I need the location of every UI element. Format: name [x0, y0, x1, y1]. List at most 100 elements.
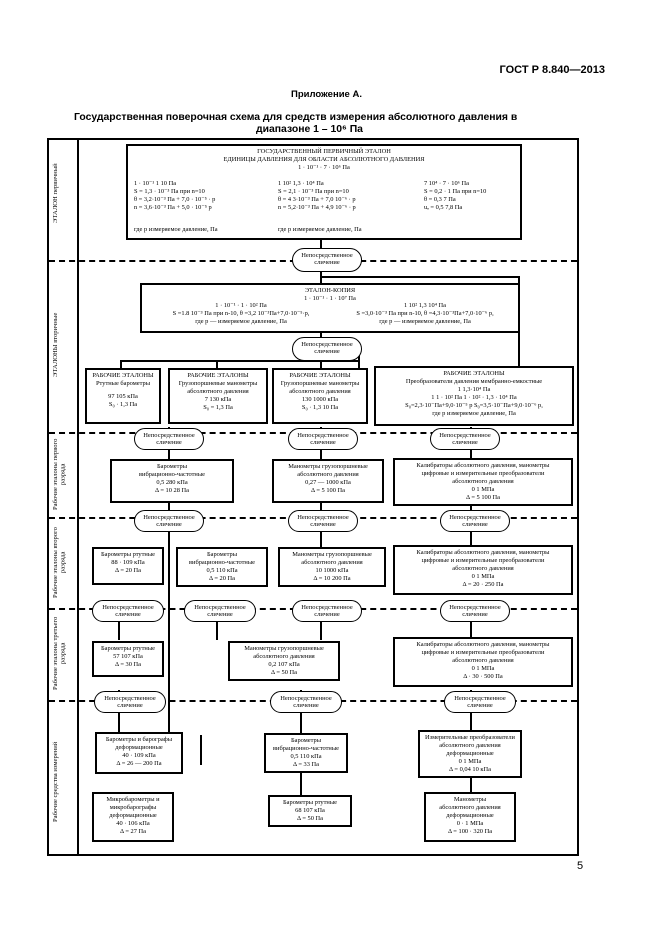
- rank2-line: цифровые и измерительные преобразователи: [421, 557, 545, 564]
- rank2-line: Барометры: [206, 551, 237, 558]
- instr-line: 40 · 106 кПа: [116, 820, 150, 827]
- copy-standard-box: ЭТАЛОН-КОПИЯ 1 · 10⁻¹ · 1 · 10⁷ Па 1 · 1…: [140, 283, 520, 333]
- instr-line: 0 1 МПа: [458, 758, 482, 765]
- instr-line: 68 107 кПа: [295, 807, 325, 814]
- ws-title: РАБОЧИЕ ЭТАЛОНЫ: [289, 372, 351, 379]
- comparison-pill: Непосредственное сличение: [134, 510, 204, 532]
- rank3-line: Манометры грузопоршневые: [244, 645, 324, 652]
- diagram-title-line1: Государственная поверочная схема для сре…: [74, 112, 518, 123]
- rank3-box: Манометры грузопоршневые абсолютного дав…: [228, 641, 340, 681]
- rank2-line: Барометры ртутные: [101, 551, 155, 558]
- instr-line: Δ = 26 — 200 Па: [116, 760, 162, 767]
- ws-sub: Преобразователи давления мембранно-емкос…: [405, 378, 543, 385]
- copy-right-line: где p — измеряемое давление, Па: [379, 318, 471, 325]
- comparison-pill: Непосредственное сличение: [288, 510, 358, 532]
- primary-standard-box: ГОСУДАРСТВЕННЫЙ ПЕРВИЧНЫЙ ЭТАЛОН ЕДИНИЦЫ…: [126, 144, 522, 240]
- rank1-line: Манометры грузопоршневые: [288, 463, 368, 470]
- primary-title: ГОСУДАРСТВЕННЫЙ ПЕРВИЧНЫЙ ЭТАЛОН: [257, 148, 391, 155]
- ws-sub: Ртутные барометры: [96, 380, 150, 387]
- appendix-label: Приложение А.: [291, 89, 362, 100]
- ws-line: S₀ · 1,3 Па: [108, 401, 138, 408]
- rank3-line: Δ = 50 Па: [271, 669, 297, 676]
- primary-col1-line: S = 1,3 · 10⁻³ Па при n=10: [134, 188, 205, 195]
- ws-title: РАБОЧИЕ ЭТАЛОНЫ: [443, 370, 505, 377]
- primary-col2-line: 1 10² 1,3 · 10⁴ Па: [278, 180, 324, 187]
- working-standard-box: РАБОЧИЕ ЭТАЛОНЫ Ртутные барометры 97 105…: [85, 368, 161, 424]
- copy-range: 1 · 10⁻¹ · 1 · 10⁷ Па: [304, 295, 356, 302]
- rank2-line: Δ = 20 Па: [115, 567, 141, 574]
- rank3-box: Калибраторы абсолютного давления, маноме…: [393, 637, 573, 687]
- comparison-pill: Непосредственное сличение: [94, 691, 166, 713]
- page-number: 5: [577, 860, 584, 872]
- primary-col1-line: n = 3,6·10⁻³ Па + 5,0 · 10⁻⁵ p: [134, 204, 212, 211]
- rank2-line: 10 1000 кПа: [315, 567, 349, 574]
- working-standard-box: РАБОЧИЕ ЭТАЛОНЫ Грузопоршневые манометры…: [168, 368, 268, 424]
- rank2-line: вибрационно-частотные: [189, 559, 255, 566]
- rank2-line: абсолютного давления: [301, 559, 363, 566]
- rank1-line: цифровые и измерительные преобразователи: [421, 470, 545, 477]
- rank3-line: цифровые и измерительные преобразователи: [421, 649, 545, 656]
- side-label-primary: ЭТАЛОН первичный: [52, 163, 59, 223]
- rank3-line: абсолютного давления: [253, 653, 315, 660]
- rank2-line: Калибраторы абсолютного давления, маноме…: [416, 549, 550, 556]
- side-column-divider: [77, 138, 79, 856]
- rank1-line: Калибраторы абсолютного давления, маноме…: [416, 462, 550, 469]
- working-standard-box: РАБОЧИЕ ЭТАЛОНЫ Грузопоршневые манометры…: [272, 368, 368, 424]
- instr-line: Δ = 100 · 320 Па: [447, 828, 493, 835]
- comparison-pill: Непосредственное сличение: [440, 600, 510, 622]
- diagram-title-line2: диапазоне 1 – 10⁶ Па: [256, 124, 363, 135]
- instrument-box: Измерительные преобразователи абсолютног…: [418, 730, 522, 778]
- comparison-pill: Непосредственное сличение: [444, 691, 516, 713]
- instr-line: Δ = 27 Па: [120, 828, 146, 835]
- primary-note: где p измеряемое давление, Па: [278, 226, 362, 233]
- comparison-pill: Непосредственное сличение: [92, 600, 164, 622]
- ws-title: РАБОЧИЕ ЭТАЛОНЫ: [92, 372, 154, 379]
- instrument-box: Барометры вибрационно-частотные 0,5 110 …: [264, 733, 348, 773]
- rank2-line: 0 1 МПа: [471, 573, 495, 580]
- rank3-line: 57 107 кПа: [113, 653, 143, 660]
- rank3-line: Δ = 30 Па: [115, 661, 141, 668]
- document-code: ГОСТ Р 8.840—2013: [499, 64, 605, 76]
- rank3-line: Барометры ртутные: [101, 645, 155, 652]
- rank2-box: Манометры грузопоршневые абсолютного дав…: [278, 547, 386, 587]
- comparison-pill: Непосредственное сличение: [292, 600, 362, 622]
- instr-line: деформационные: [446, 812, 494, 819]
- ws-line: 1 1,3·10⁴ Па: [457, 386, 491, 393]
- instr-line: 0 · 1 МПа: [456, 820, 484, 827]
- rank3-line: 0 1 МПа: [471, 665, 495, 672]
- instr-line: вибрационно-частотные: [273, 745, 339, 752]
- comparison-pill: Непосредственное сличение: [288, 428, 358, 450]
- ws-line: S₀=2,3·10⁻Па+9,0·10⁻⁵ p S₀=3,5·10⁻Па+9,0…: [405, 402, 543, 409]
- rank1-line: 0,5 280 кПа: [156, 479, 188, 486]
- comparison-pill: Непосредственное сличение: [184, 600, 256, 622]
- ws-title: РАБОЧИЕ ЭТАЛОНЫ: [187, 372, 249, 379]
- primary-subtitle: ЕДИНИЦЫ ДАВЛЕНИЯ ДЛЯ ОБЛАСТИ АБСОЛЮТНОГО…: [223, 156, 425, 163]
- copy-left-line: S =1.8 10⁻³ Па при n-10, θ =3,2 10⁻³Па+7…: [172, 310, 310, 317]
- rank1-line: Δ = 10 28 Па: [155, 487, 189, 494]
- ws-sub: Грузопоршневые манометры абсолютного дав…: [178, 380, 258, 395]
- rank2-line: Δ = 20 Па: [209, 575, 235, 582]
- primary-col3-line: θ = 0,3 7 Па: [424, 196, 456, 203]
- rank1-line: Барометры: [156, 463, 187, 470]
- primary-col1-line: 1 · 10⁻¹ 1 10 Па: [134, 180, 177, 187]
- rank3-line: Калибраторы абсолютного давления, маноме…: [416, 641, 550, 648]
- copy-left-line: 1 · 10⁻¹ · 1 · 10² Па: [215, 302, 267, 309]
- side-label-instruments: Рабочие средства измерений: [52, 741, 59, 823]
- ws-line: 7 130 кПа: [204, 396, 232, 403]
- instr-line: Δ = 0,04 10 кПа: [449, 766, 491, 773]
- primary-col2-line: n = 5,2·10⁻³ Па + 4,9 10⁻⁶ · p: [278, 204, 356, 211]
- rank2-box: Барометры вибрационно-частотные 0,5 110 …: [176, 547, 268, 587]
- instrument-box: Барометры ртутные 68 107 кПа Δ = 50 Па: [268, 795, 352, 827]
- comparison-pill: Непосредственное сличение: [270, 691, 342, 713]
- copy-left-line: где p — измеряемое давление, Па: [195, 318, 287, 325]
- rank2-line: Δ = 20 · 250 Па: [462, 581, 504, 588]
- rank2-line: 88 · 109 кПа: [111, 559, 145, 566]
- comparison-pill: Непосредственное сличение: [292, 248, 362, 272]
- ws-line: 130 1000 кПа: [301, 396, 339, 403]
- side-label-rank1: Рабочие эталоны первого разряда: [52, 438, 67, 510]
- ws-sub: Грузопоршневые манометры абсолютного дав…: [280, 380, 360, 395]
- instr-line: Δ = 50 Па: [297, 815, 323, 822]
- instr-line: микробарографы: [109, 804, 157, 811]
- instrument-box: Манометры абсолютного давления деформаци…: [424, 792, 516, 842]
- rank1-line: 0 1 МПа: [471, 486, 495, 493]
